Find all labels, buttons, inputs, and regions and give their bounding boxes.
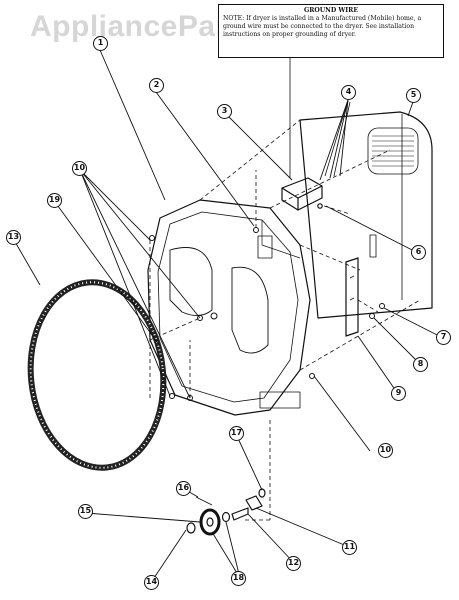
callout-7: 7 [436, 330, 451, 345]
note-text: NOTE: If dryer is installed in a Manufac… [223, 15, 422, 38]
callout-15: 15 [78, 504, 93, 519]
callout-3: 3 [217, 104, 232, 119]
cabinet-rear-panel [299, 111, 433, 319]
note-title: GROUND WIRE [303, 7, 359, 14]
callout-8: 8 [413, 357, 428, 372]
callout-12: 12 [286, 556, 301, 571]
callout-19: 19 [47, 193, 62, 208]
bulkhead [147, 199, 311, 416]
ground-wire-note: GROUND WIRE NOTE: If dryer is installed … [218, 4, 444, 58]
callout-4: 4 [341, 85, 356, 100]
terminal-block [281, 177, 323, 211]
callout-5: 5 [406, 88, 421, 103]
callout-10-left: 10 [72, 161, 87, 176]
callout-14: 14 [144, 575, 159, 590]
callout-1: 1 [93, 36, 108, 51]
screws [149, 227, 385, 401]
callout-6: 6 [411, 245, 426, 260]
duct-bracket [345, 257, 359, 337]
callout-18: 18 [231, 571, 246, 586]
callout-13: 13 [6, 230, 21, 245]
callout-17: 17 [229, 426, 244, 441]
callout-2: 2 [149, 78, 164, 93]
callout-9: 9 [391, 386, 406, 401]
callout-10-right: 10 [378, 443, 393, 458]
callout-16: 16 [176, 481, 191, 496]
callout-11: 11 [342, 540, 357, 555]
drum-roller-assembly [186, 488, 266, 536]
leader-lines [13, 49, 444, 582]
bulkhead-seal [27, 279, 167, 471]
